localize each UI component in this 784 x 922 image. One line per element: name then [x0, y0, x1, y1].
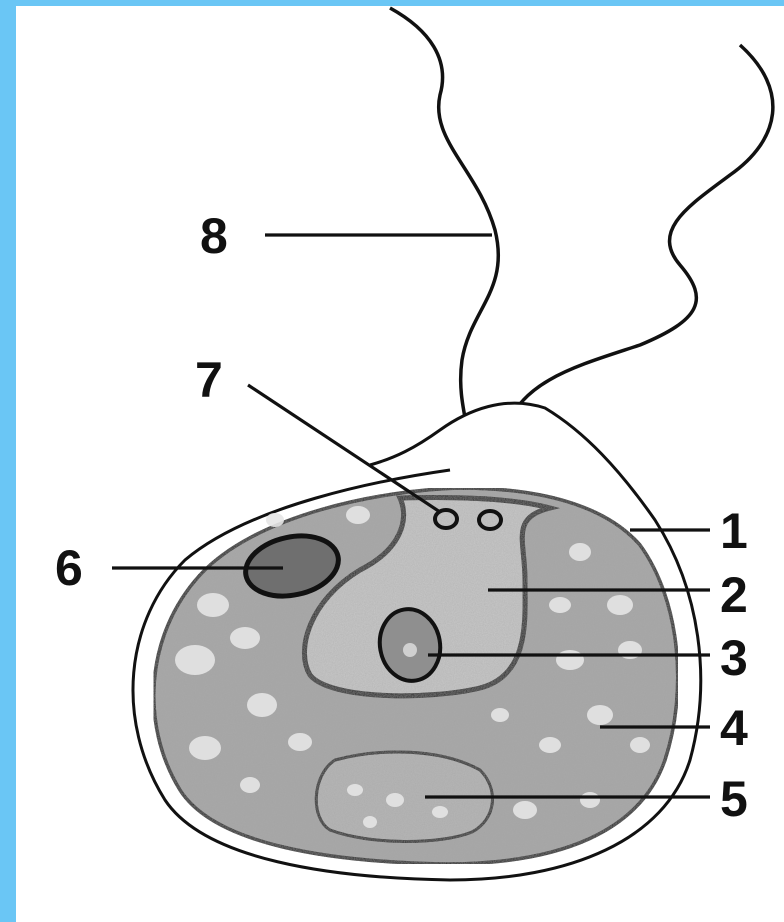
- callout-8: 8: [200, 208, 228, 264]
- callout-1: 1: [720, 503, 748, 559]
- callout-2: 2: [720, 567, 748, 623]
- callout-3: 3: [720, 630, 748, 686]
- callout-6: 6: [55, 540, 83, 596]
- callout-5: 5: [720, 771, 748, 827]
- callout-4: 4: [720, 700, 748, 756]
- callout-7: 7: [195, 352, 223, 408]
- nucleolus: [403, 643, 417, 657]
